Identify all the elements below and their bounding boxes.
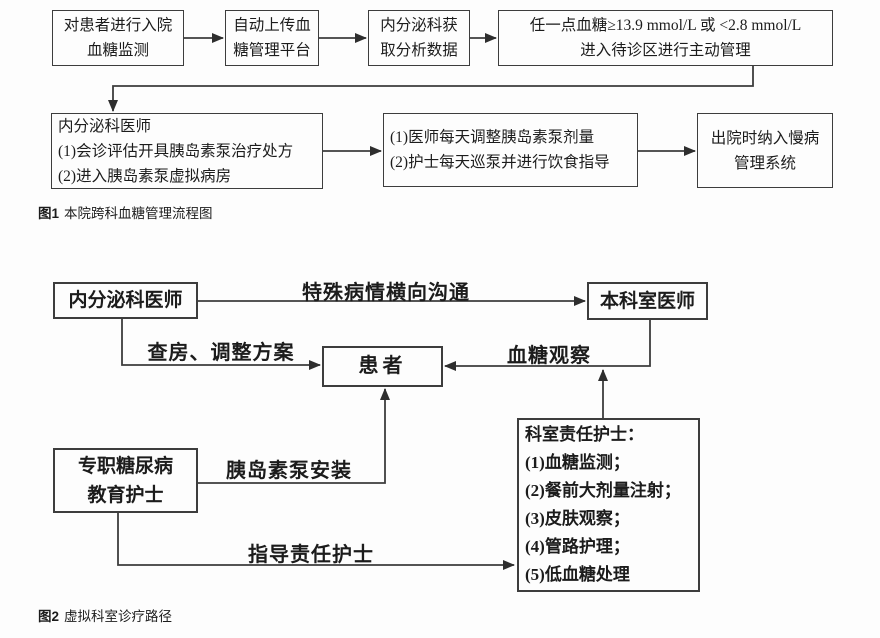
box-line: (3)皮肤观察； xyxy=(525,509,630,528)
box-endocrinology-physician: 内分泌科医师 xyxy=(53,282,198,319)
box-line: 对患者进行入院 xyxy=(63,17,173,34)
label-glucose-observation: 血糖观察 xyxy=(507,345,591,367)
box-daily-management: (1)医师每天调整胰岛素泵剂量 (2)护士每天巡泵并进行饮食指导 xyxy=(383,113,638,187)
box-line: 科室责任护士： xyxy=(525,425,644,444)
box-line: 专职糖尿病 xyxy=(77,455,173,477)
figure1-caption-label: 图1 xyxy=(38,206,60,221)
box-patient: 患者 xyxy=(322,346,443,387)
box-line: (1)医师每天调整胰岛素泵剂量 xyxy=(390,129,595,146)
arrow-pump-install-to-patient xyxy=(198,388,390,484)
figure1-caption-title: 本院跨科血糖管理流程图 xyxy=(64,206,213,221)
box-line: 内分泌科医师 xyxy=(58,117,152,135)
label-guide-nurse: 指导责任护士 xyxy=(248,544,374,566)
box-admission-monitoring: 对患者进行入院 血糖监测 xyxy=(52,10,184,66)
box-endocrinologist-consult: 内分泌科医师 (1)会诊评估开具胰岛素泵治疗处方 (2)进入胰岛素泵虚拟病房 xyxy=(51,113,323,189)
figure2-caption-label: 图2 xyxy=(38,609,60,624)
box-line: 取分析数据 xyxy=(380,42,458,59)
arrow-guide-to-duty-nurse xyxy=(117,513,515,570)
box-duty-nurse: 科室责任护士： (1)血糖监测； (2)餐前大剂量注射； (3)皮肤观察； (4… xyxy=(517,418,700,592)
box-line: 教育护士 xyxy=(87,484,164,506)
box-line: 任一点血糖≥13.9 mmol/L 或 <2.8 mmol/L xyxy=(529,17,802,34)
label-ward-rounds: 查房、调整方案 xyxy=(147,342,295,364)
box-diabetes-educator-nurse: 专职糖尿病 教育护士 xyxy=(53,448,198,513)
arrow-glucose-observation-to-patient xyxy=(444,320,651,371)
box-auto-upload: 自动上传血 糖管理平台 xyxy=(225,10,319,66)
box-line: 管理系统 xyxy=(733,154,796,172)
box-line: 本科室医师 xyxy=(599,290,695,312)
box-line: 进入待诊区进行主动管理 xyxy=(580,42,751,59)
box-line: (1)血糖监测； xyxy=(525,453,630,472)
box-line: (4)管路护理； xyxy=(525,537,630,556)
box-line: (2)餐前大剂量注射； xyxy=(525,481,681,500)
box-line: (2)进入胰岛素泵虚拟病房 xyxy=(58,167,232,185)
box-line: (1)会诊评估开具胰岛素泵治疗处方 xyxy=(58,142,294,160)
label-pump-installation: 胰岛素泵安装 xyxy=(226,460,352,482)
box-endocrine-data: 内分泌科获 取分析数据 xyxy=(368,10,470,66)
figure1-caption: 图1 本院跨科血糖管理流程图 xyxy=(38,202,213,222)
figure2-caption-title: 虚拟科室诊疗路径 xyxy=(64,609,173,624)
box-discharge: 出院时纳入慢病 管理系统 xyxy=(697,113,833,188)
box-line: 内分泌科医师 xyxy=(68,290,183,311)
connector-threshold-to-endocrinologist xyxy=(108,66,754,112)
box-line: 自动上传血 xyxy=(233,17,311,34)
box-line: 内分泌科获 xyxy=(380,17,458,34)
box-line: 出院时纳入慢病 xyxy=(710,129,820,147)
label-lateral-communication: 特殊病情横向沟通 xyxy=(302,282,470,304)
box-line: 血糖监测 xyxy=(86,42,149,59)
box-line: 患者 xyxy=(358,355,407,377)
box-department-physician: 本科室医师 xyxy=(587,282,708,320)
box-line: 糖管理平台 xyxy=(233,42,311,59)
box-threshold: 任一点血糖≥13.9 mmol/L 或 <2.8 mmol/L 进入待诊区进行主… xyxy=(498,10,833,66)
box-line: (5)低血糖处理 xyxy=(525,565,630,584)
arrow-ward-rounds-to-patient xyxy=(121,319,321,370)
box-line: (2)护士每天巡泵并进行饮食指导 xyxy=(390,154,610,171)
figure2-caption: 图2 虚拟科室诊疗路径 xyxy=(38,605,172,625)
